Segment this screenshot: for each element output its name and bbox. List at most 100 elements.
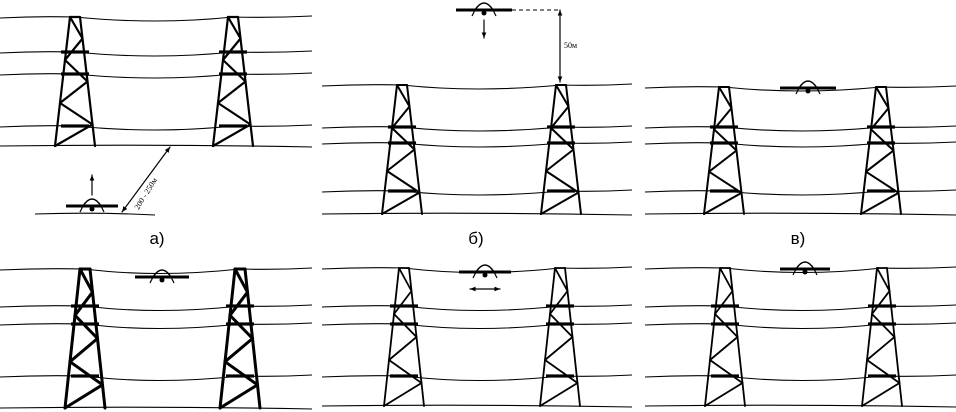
insulator-crossarm [868, 304, 896, 308]
insulator-crossarm [546, 304, 574, 308]
wires-e [321, 266, 633, 382]
insulator-crossarm [867, 125, 895, 129]
arrow-head [557, 76, 563, 82]
tower-brace [549, 290, 569, 315]
insulator-crossarm [61, 124, 89, 128]
phase-wire [321, 322, 633, 330]
drone-body [152, 269, 172, 278]
insulator-crossarm [219, 50, 247, 54]
tower-brace [545, 148, 575, 172]
drone-body [798, 80, 818, 89]
tower-leg-left [218, 267, 237, 410]
tower-brace [78, 267, 94, 294]
tower-brace [68, 15, 84, 40]
distance-label: 200 - 250м [133, 176, 160, 211]
drone-legs [471, 9, 497, 17]
phase-wire [321, 189, 633, 196]
tower-leg-left [53, 15, 72, 148]
tower-brace [63, 58, 89, 83]
insulator-crossarm [547, 125, 575, 129]
tower-brace [383, 382, 423, 407]
phase-wire [321, 374, 633, 382]
insulator-crossarm [71, 322, 99, 326]
drone-camera [805, 88, 811, 94]
tower-brace [866, 359, 901, 384]
arrow-b-height [557, 9, 563, 83]
insulator-crossarm [867, 189, 895, 193]
tower-brace [393, 290, 413, 315]
phase-wire [0, 50, 313, 57]
panel-label-b: б) [468, 229, 484, 248]
drone-rotor-bar [135, 275, 189, 279]
tower-leg-left [539, 267, 556, 407]
drone-camera [482, 272, 488, 278]
tower-brace [233, 267, 249, 294]
tower-e-left [383, 267, 425, 407]
tower-d-right [218, 267, 262, 410]
arrow-head [470, 286, 476, 292]
tower-brace [870, 128, 895, 152]
tower-b-left [381, 84, 423, 215]
tower-leg-left [540, 84, 557, 215]
drone-legs [149, 276, 175, 284]
insulator-crossarm [390, 304, 418, 308]
arrow-head [481, 32, 487, 38]
insulator-crossarm [546, 374, 574, 378]
panel-label-a: а) [149, 229, 165, 248]
tower-brace [216, 80, 247, 105]
tower-brace [386, 170, 421, 194]
drone-camera [481, 10, 487, 16]
drone-rotor-bar [780, 86, 836, 90]
insulator-crossarm [226, 322, 254, 326]
drone-legs [79, 205, 105, 213]
tower-brace [550, 105, 570, 129]
phase-wire [321, 304, 633, 312]
ground-d [0, 406, 313, 410]
insulator-crossarm [388, 141, 416, 145]
insulator-crossarm [388, 125, 416, 129]
tower-brace [63, 37, 84, 62]
tower-brace [703, 191, 743, 215]
tower-c-left [703, 86, 745, 215]
tower-brace [545, 170, 580, 194]
ground-wire [644, 266, 956, 274]
insulator-crossarm [71, 374, 99, 378]
tower-brace [396, 84, 411, 108]
tower-brace [388, 359, 423, 384]
drone-a [66, 198, 118, 213]
panel-label-c: в) [790, 229, 806, 248]
arrow-head [122, 206, 128, 212]
drone-rotor-bar [456, 8, 512, 12]
arrow-e-lateral [469, 286, 501, 292]
drone-body [474, 2, 494, 11]
tower-d-left [63, 267, 107, 410]
phase-wire [644, 125, 956, 132]
tower-brace [709, 359, 744, 384]
tower-b-right [540, 84, 582, 215]
tower-brace [221, 37, 242, 62]
tower-brace [53, 123, 94, 148]
tower-brace [555, 84, 570, 108]
phase-wire [0, 322, 313, 330]
tower-brace [223, 360, 259, 387]
phase-wire [0, 374, 313, 382]
insulator-crossarm [867, 141, 895, 145]
tower-leg-left [704, 267, 721, 407]
tower-brace [713, 128, 738, 152]
ground-a [0, 144, 313, 148]
tower-brace [861, 382, 901, 407]
tower-leg-left [861, 267, 878, 407]
drone-legs [792, 268, 818, 276]
tower-brace [554, 267, 569, 292]
insulator-crossarm [61, 72, 89, 76]
tower-brace [865, 170, 900, 194]
tower-brace [708, 149, 738, 173]
tower-brace [714, 290, 734, 315]
tower-leg-left [63, 267, 82, 410]
phase-wire [644, 304, 956, 312]
tower-leg-left [860, 86, 877, 215]
tower-brace [709, 336, 739, 361]
tower-brace [708, 170, 743, 194]
